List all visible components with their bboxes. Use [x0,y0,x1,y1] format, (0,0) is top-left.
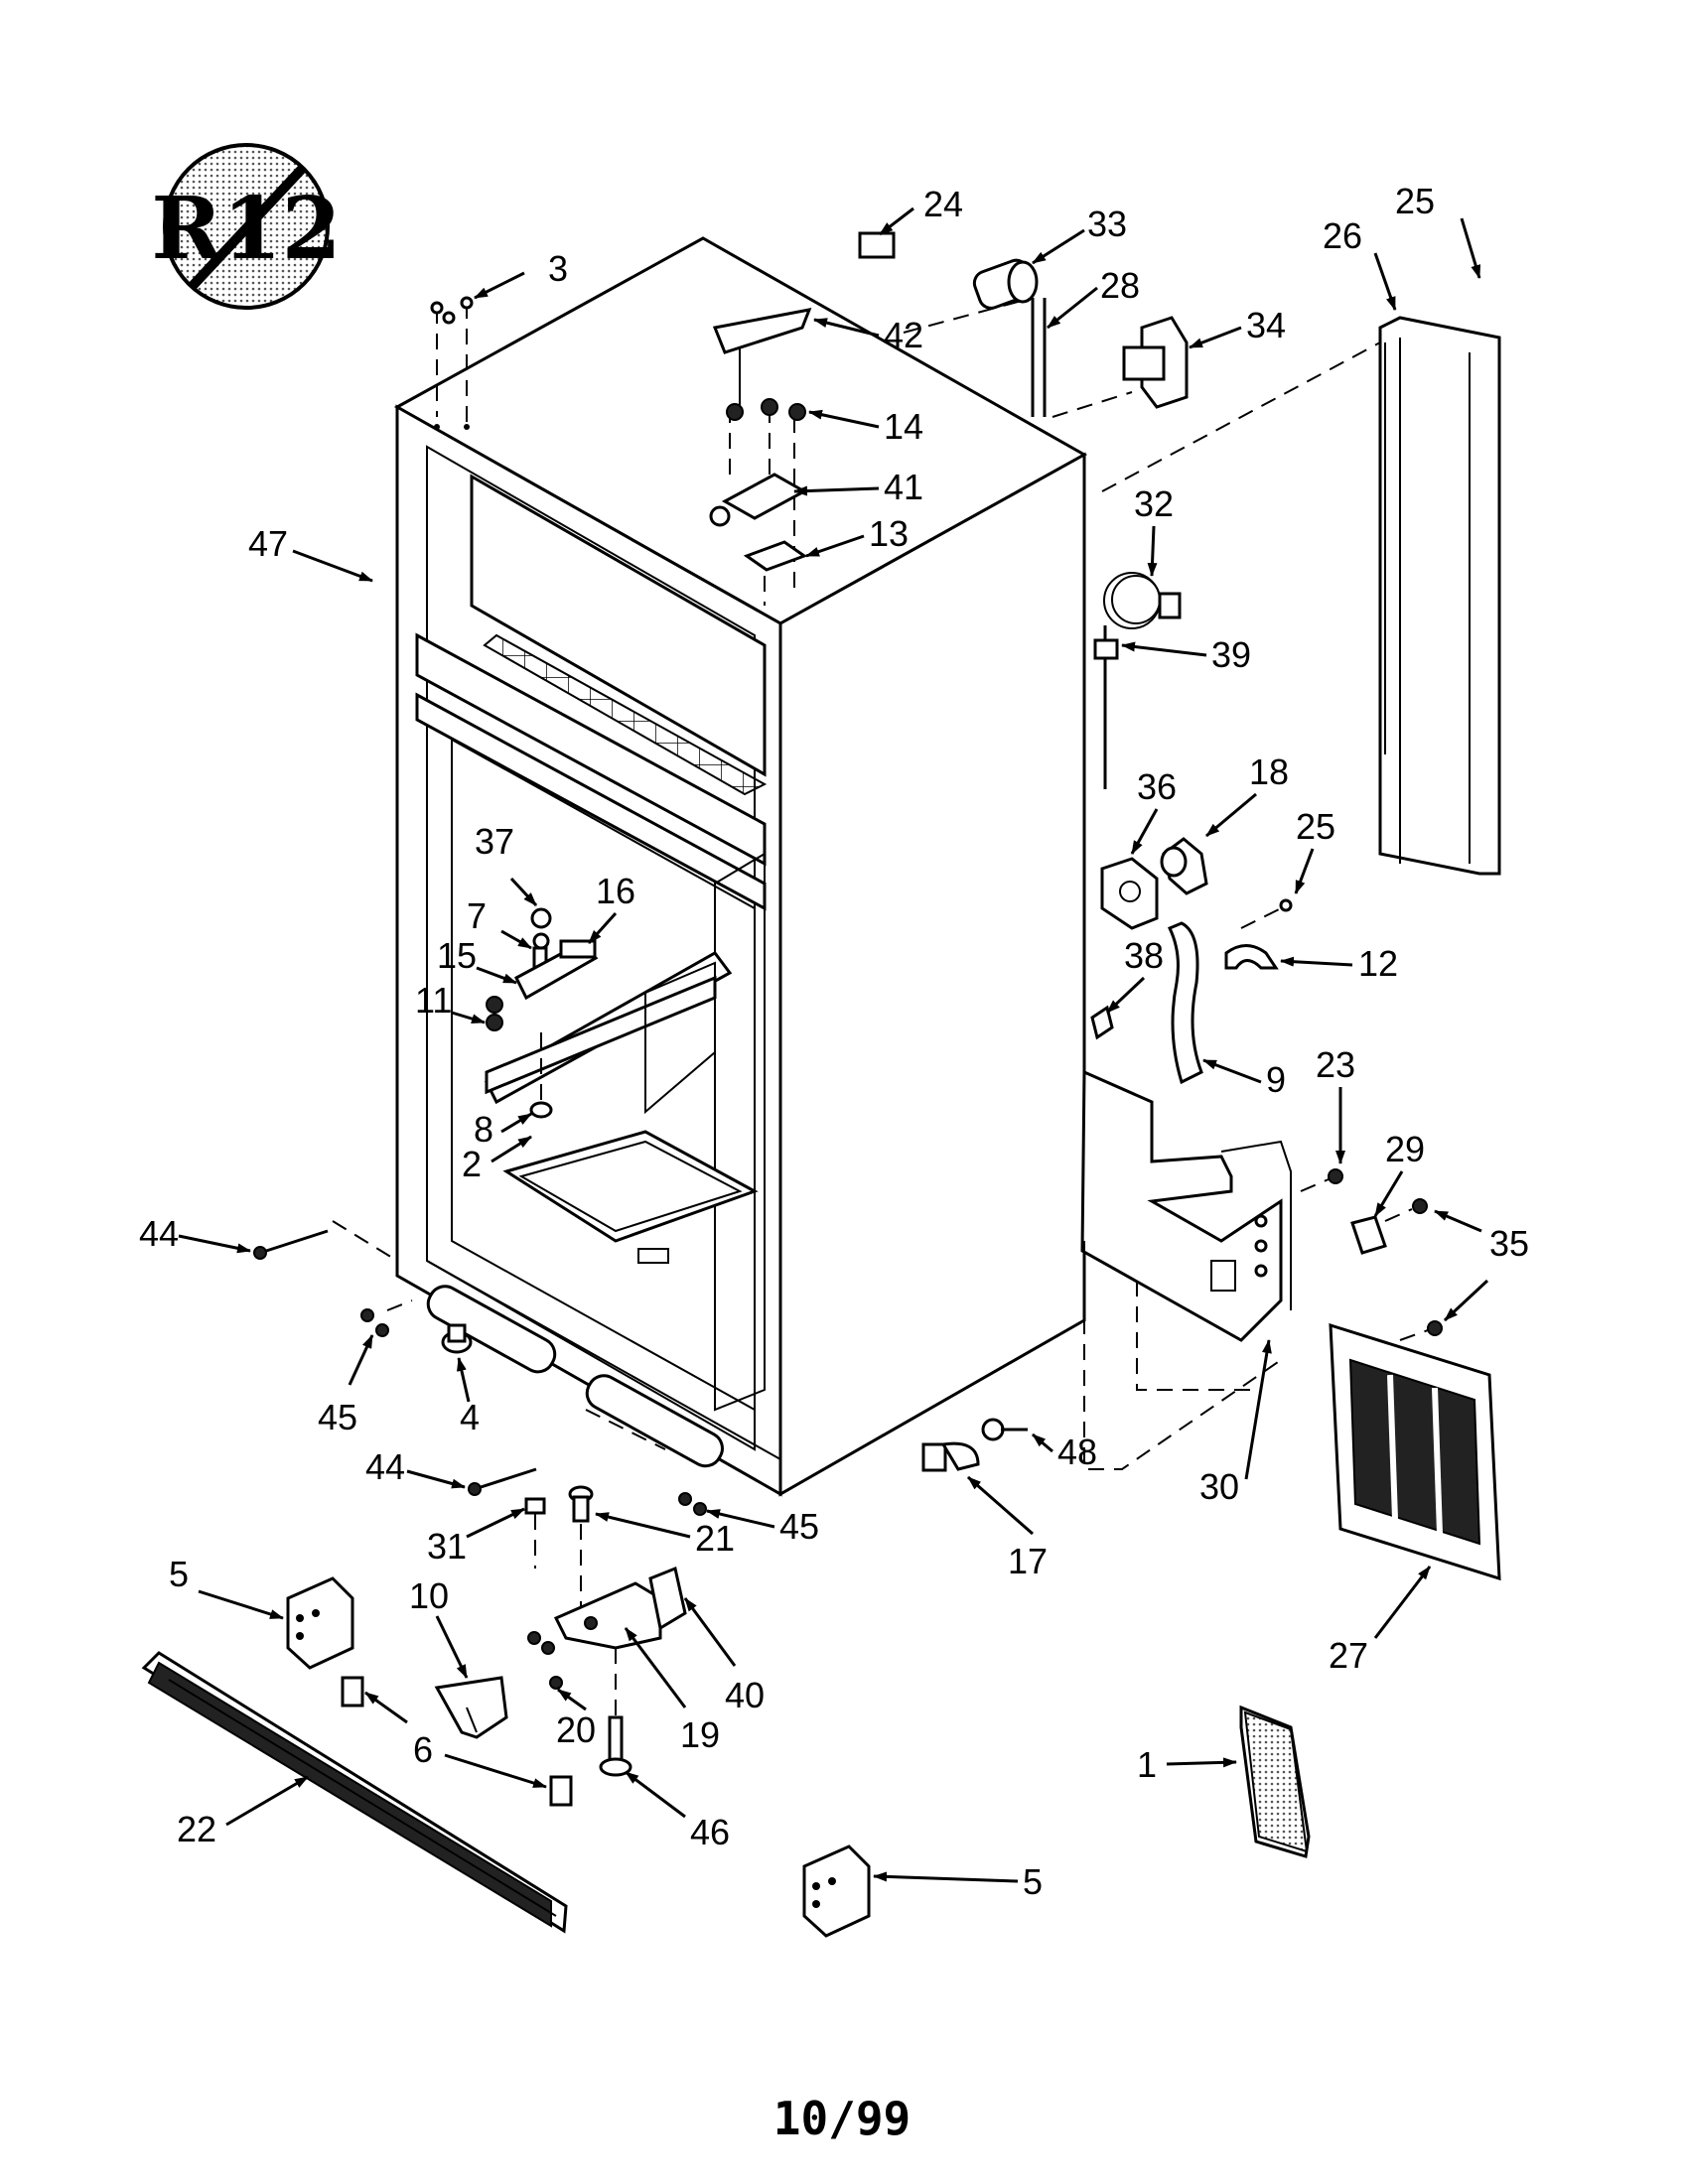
callout-12: 12 [1358,943,1398,984]
top-screws [430,296,474,422]
hinge-shim-13 [743,540,808,572]
callout-37: 37 [475,821,514,862]
clamp-17 [921,1441,980,1472]
callout-18: 18 [1249,751,1289,792]
callout-labels: 3 24 33 28 34 25 26 42 14 41 13 47 32 39… [139,181,1529,1902]
callout-16: 16 [596,871,635,911]
callout-25-mid: 25 [1296,806,1335,847]
callout-25-top: 25 [1395,181,1435,221]
callout-2: 2 [462,1144,482,1184]
toe-kick-grille-22 [141,1651,568,1934]
callout-29: 29 [1385,1129,1425,1169]
bracket-40 [648,1566,687,1631]
callout-44-upper: 44 [139,1213,179,1254]
callout-13: 13 [869,513,909,554]
rear-cover-panel-26 [1378,316,1501,876]
clip-6-left [341,1676,364,1707]
callout-41: 41 [884,467,923,507]
callout-24: 24 [923,184,963,224]
control-part-34 [1122,316,1189,409]
rear-grille-27 [1329,1322,1501,1581]
callout-17: 17 [1008,1541,1048,1581]
callout-23: 23 [1316,1044,1355,1085]
callout-5-left: 5 [169,1554,189,1594]
callout-7: 7 [467,895,487,936]
drain-hose-9 [1167,921,1203,1085]
callout-19: 19 [680,1714,720,1755]
callout-32: 32 [1134,483,1174,524]
callout-47: 47 [248,523,288,564]
callout-21: 21 [695,1518,735,1559]
callout-38: 38 [1124,935,1164,976]
callout-1: 1 [1137,1744,1157,1785]
callout-45-left: 45 [318,1397,357,1437]
callout-4: 4 [460,1397,480,1437]
callout-22: 22 [177,1809,216,1849]
no-r12-refrigerant-logo-icon: R12 [151,143,342,310]
callout-8: 8 [474,1109,493,1150]
screw-48 [981,1418,1028,1441]
callout-6: 6 [413,1729,433,1770]
callout-27: 27 [1329,1635,1368,1676]
bracket-36 [1100,857,1159,930]
interior-control-parts [486,907,599,1119]
callout-34: 34 [1246,305,1286,345]
hinge-bracket-19 [553,1581,662,1650]
callout-46: 46 [690,1812,730,1852]
elbow-fitting-18 [1160,837,1208,895]
cabinet-assembly [393,236,1088,1497]
tube-part-33 [972,258,1047,417]
callout-leaders [178,206,1489,1883]
lower-hardware [253,1220,707,1516]
callout-20: 20 [556,1709,596,1750]
callout-36: 36 [1137,766,1177,807]
callout-28: 28 [1100,265,1140,306]
top-hinge-assembly [709,308,812,606]
bottom-hinge-assembly [524,1485,687,1777]
callout-30: 30 [1199,1466,1239,1507]
date-code: 10/99 [773,2092,911,2145]
callout-48: 48 [1057,1432,1097,1472]
callout-11: 11 [415,980,452,1021]
label-24 [858,231,896,259]
callout-42: 42 [884,315,923,355]
clip-29 [1350,1215,1387,1255]
callout-45-right: 45 [779,1506,819,1547]
callout-26: 26 [1323,215,1362,256]
leveling-leg-4 [441,1323,473,1354]
machine-compartment-panel-30 [1080,1069,1292,1342]
capillary-tube-32 [1093,572,1182,789]
callout-5-right: 5 [1023,1861,1043,1902]
callout-3: 3 [548,248,568,289]
clip-38 [1090,1005,1114,1040]
callout-39: 39 [1211,634,1251,675]
callout-33: 33 [1087,204,1127,244]
clamp-12 [1224,944,1279,970]
callout-35: 35 [1489,1223,1529,1264]
callout-44-lower: 44 [365,1446,405,1487]
callout-31: 31 [427,1526,467,1567]
callout-14: 14 [884,406,923,447]
callout-40: 40 [725,1675,765,1715]
clip-6-right [549,1775,573,1807]
mount-bracket-5-left [286,1576,354,1670]
callout-9: 9 [1266,1059,1286,1100]
owner-literature-1 [1239,1705,1311,1858]
callout-10: 10 [409,1575,449,1616]
callout-15: 15 [437,935,477,976]
hinge-cover-42 [712,308,812,354]
mount-bracket-5-right [802,1844,871,1938]
air-duct-10 [434,1676,508,1739]
